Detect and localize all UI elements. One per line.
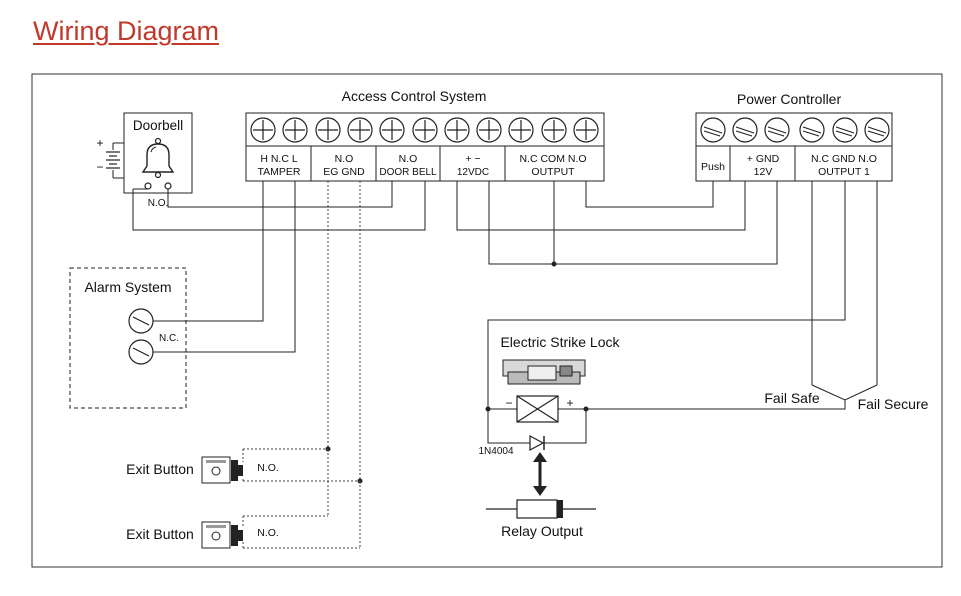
access-control-screw-5-icon [379, 117, 405, 143]
alarm-terminal-bottom-icon [128, 339, 154, 365]
access-control-screw-10-icon [541, 117, 567, 143]
access-control-screw-3-icon [315, 117, 341, 143]
exit-button-1-contact: N.O. [257, 462, 279, 474]
relay-output: Relay Output [486, 499, 596, 539]
exit-button-1-label: Exit Button [126, 461, 194, 477]
power-bottom-label: 12VDC [457, 167, 489, 178]
access-control-screw-6-icon [412, 117, 438, 143]
diode-label: 1N4004 [478, 446, 513, 457]
junction-dots [325, 261, 589, 484]
solid-wiring [132, 181, 878, 444]
exit-button-2-knob-icon [211, 531, 221, 541]
exit-button-1-knob-icon [211, 466, 221, 476]
wire-lock-plus [558, 400, 846, 410]
power-controller-terminal-block [695, 112, 893, 182]
access-control-screw-row [250, 117, 599, 143]
wire-12vdc-minus [488, 181, 778, 265]
power-controller-screw-row [700, 117, 890, 143]
power-top-label: + − [465, 153, 480, 165]
wire-output1-gnd [487, 181, 846, 410]
dotted-wiring [242, 181, 361, 549]
output-top-label: N.C COM N.O [519, 153, 586, 165]
doorbell-device: Doorbell + − N.O. [96, 112, 193, 209]
output1-top-label: N.C GND N.O [811, 153, 877, 165]
battery-plus-label: + [96, 136, 103, 150]
relay-body-icon [516, 499, 558, 519]
wire-alarm-bottom [153, 181, 296, 353]
exit-button-1: Exit Button N.O. [126, 456, 279, 484]
exit-button-2-label: Exit Button [126, 526, 194, 542]
tamper-top-label: H N.C L [260, 153, 298, 165]
twelve-v-bottom-label: 12V [754, 166, 773, 178]
battery-icon [106, 142, 124, 179]
power-controller-screw-2-icon [732, 117, 758, 143]
alarm-system-box [69, 267, 187, 409]
exit-button-1-body [231, 460, 238, 481]
eg-gnd-top-label: N.O [335, 153, 354, 165]
power-controller-screw-4-icon [799, 117, 825, 143]
exit-button-2-contact: N.O. [257, 527, 279, 539]
page-title: Wiring Diagram [33, 16, 220, 46]
diode-icon [529, 434, 545, 452]
access-control-screw-4-icon [347, 117, 373, 143]
wire-output-no-push [585, 181, 714, 208]
wire-doorbell-no-left [167, 181, 393, 208]
push-label: Push [701, 161, 725, 173]
access-control-screw-2-icon [282, 117, 308, 143]
fail-safe-label: Fail Safe [764, 390, 819, 406]
power-controller-screw-1-icon [700, 117, 726, 143]
alarm-contact-label: N.C. [159, 333, 179, 344]
access-control-screw-9-icon [508, 117, 534, 143]
alarm-system: Alarm System N.C. [69, 267, 187, 409]
doorbell-bottom-label: DOOR BELL [379, 167, 437, 178]
wire-doorbell-no-right [132, 181, 426, 231]
battery-minus-label: − [96, 160, 103, 174]
lock-minus-label: − [505, 396, 512, 410]
lock-title: Electric Strike Lock [500, 334, 620, 350]
power-controller-title: Power Controller [737, 91, 842, 107]
output1-bottom-label: OUTPUT 1 [818, 166, 870, 178]
power-controller-screw-3-icon [764, 117, 790, 143]
strike-lock-icon [502, 359, 586, 385]
lock-plus-label: + [566, 396, 573, 410]
output-bottom-label: OUTPUT [531, 166, 575, 178]
doorbell-title: Doorbell [133, 118, 183, 133]
doorbell-contact-left [144, 182, 152, 190]
access-control-screw-11-icon [573, 117, 599, 143]
wire-alarm-top [153, 181, 264, 322]
access-control-system: Access Control System H N.C L TAMPER N.O… [245, 88, 605, 182]
wire-12vdc-plus [456, 181, 746, 231]
fail-secure-label: Fail Secure [858, 396, 929, 412]
alarm-terminal-top-icon [128, 308, 154, 334]
electric-strike-lock: Electric Strike Lock − + Fail Safe Fail … [500, 334, 929, 423]
exit-button-2: Exit Button N.O. [126, 521, 279, 549]
bell-icon [141, 137, 175, 179]
twelve-v-top-label: + GND [747, 153, 780, 165]
eg-gnd-bottom-label: EG GND [323, 166, 365, 178]
double-arrow-icon [533, 452, 547, 496]
power-controller-screw-5-icon [832, 117, 858, 143]
doorbell-contact-label: N.O. [148, 198, 169, 209]
wire-diode-left [487, 409, 530, 444]
diagram-frame [31, 73, 943, 568]
wire-diode-right [544, 409, 587, 444]
tamper-bottom-label: TAMPER [258, 166, 301, 178]
doorbell-top-label: N.O [399, 153, 418, 165]
access-control-screw-8-icon [476, 117, 502, 143]
power-controller: Power Controller Push + GND 12V N.C GND … [695, 91, 893, 182]
access-control-screw-1-icon [250, 117, 276, 143]
exit-button-2-body [231, 525, 238, 546]
access-control-title: Access Control System [342, 88, 487, 104]
power-controller-screw-6-icon [864, 117, 890, 143]
relay-label: Relay Output [501, 523, 583, 539]
doorbell-contact-right [164, 182, 172, 190]
alarm-system-title: Alarm System [84, 279, 171, 295]
access-control-screw-7-icon [444, 117, 470, 143]
